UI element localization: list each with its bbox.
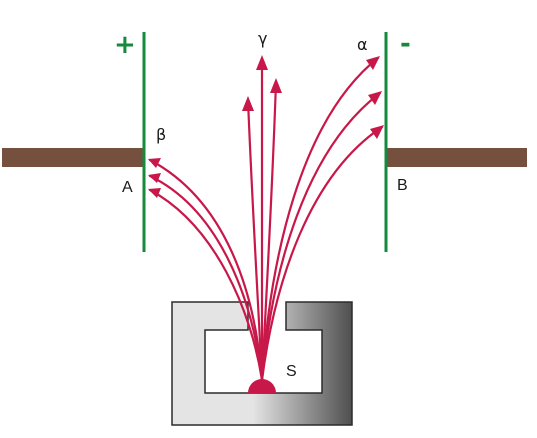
arrowhead bbox=[256, 55, 268, 70]
arrowhead bbox=[368, 91, 382, 105]
gamma-rays bbox=[242, 55, 282, 382]
beta-ray bbox=[148, 188, 264, 382]
alpha-rays bbox=[260, 56, 384, 382]
alpha-ray bbox=[260, 56, 380, 382]
minus-sign: - bbox=[400, 29, 411, 59]
arrowhead bbox=[366, 56, 380, 70]
arrowhead bbox=[270, 78, 282, 93]
arrowhead bbox=[242, 96, 254, 111]
radioactive-source bbox=[248, 379, 276, 393]
alpha-ray bbox=[260, 91, 382, 382]
gamma-ray bbox=[246, 98, 264, 382]
plus-sign: + bbox=[114, 30, 136, 60]
source-label: S bbox=[286, 363, 297, 380]
lead-block bbox=[171, 301, 353, 426]
right-support-bar bbox=[386, 148, 527, 167]
gamma-label: γ bbox=[258, 29, 267, 48]
beta-ray bbox=[148, 158, 264, 382]
beta-label: β bbox=[156, 125, 166, 144]
beta-ray bbox=[148, 174, 264, 382]
arrowhead bbox=[148, 188, 161, 198]
arrowhead bbox=[148, 158, 161, 168]
left-support-bar bbox=[2, 148, 144, 167]
alpha-label: α bbox=[357, 35, 368, 54]
beta-rays bbox=[148, 158, 264, 382]
arrowhead bbox=[370, 125, 384, 139]
plate-b-label: B bbox=[397, 177, 408, 194]
plate-a-label: A bbox=[122, 179, 133, 196]
alpha-ray bbox=[260, 125, 384, 382]
arrowhead bbox=[148, 173, 161, 183]
